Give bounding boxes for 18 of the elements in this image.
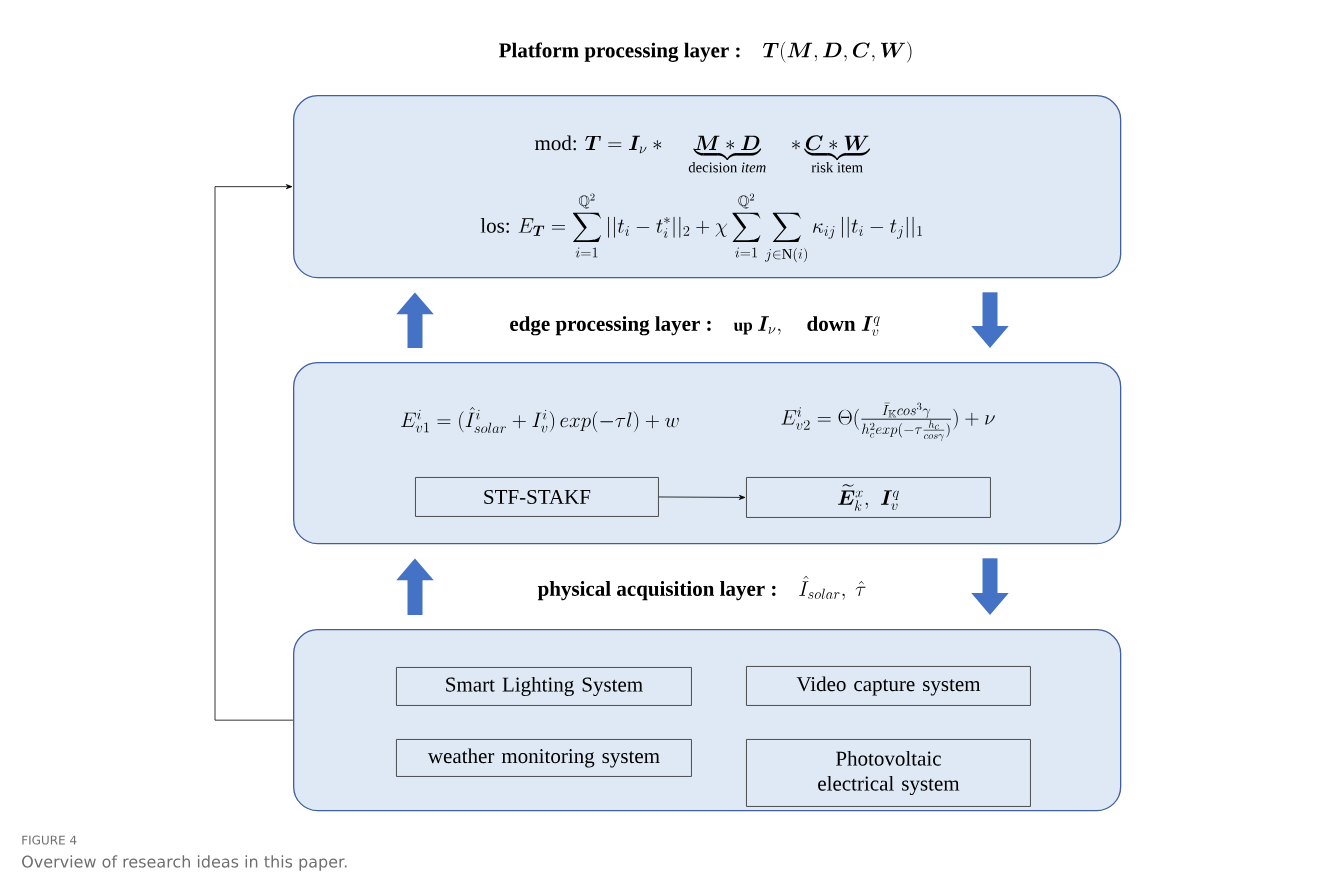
process-box: STF-STAKF (415, 477, 659, 517)
process-box: Smart Lighting System (396, 667, 692, 706)
layer-label: $\textbf{physical acquisition layer :}\quad \hat{I}_{solar},\ \hat{\tau}$ (537, 575, 866, 601)
process-box: $\widetilde{\boldsymbol{E}}_k^x ,\ \boldsymbol{I}_v^q$ (746, 477, 991, 518)
formula: $\text{mod: }\boldsymbol{T} = \boldsymbol{I}_{\nu} * \quad\underbrace{\boldsymbol{M} * \boldsymbol{D}}_{\text{decision }\mathit{item}}\quad * \underbrace{\boldsymbol{C} * \boldsymbol{W}}_{\text{risk item}}$ (534, 135, 870, 173)
formula: $\text{los: } E_{\boldsymbol{T}} = \sum_{i=1}^{\mathbb{Q}^2} ||t_i - t_i^*||_2 + \chi \sum_{i=1}^{\mathbb{Q}^2} \sum_{j\in \mathrm{N}(i)} \kappa_{ij}\, ||t_i - t_j||_1$ (480, 193, 923, 263)
process-box: Video capture system (746, 666, 1031, 706)
figure-number: FIGURE 4 (22, 835, 77, 845)
process-box: weather monitoring system (396, 739, 692, 777)
feedback-arrow (214, 184, 294, 721)
layer-heading: $\textbf{Platform processing layer :}\quad \boldsymbol{T}(\boldsymbol{M}, \boldsymbol{D}, \boldsymbol{C}, \boldsymbol{W})$ (499, 41, 912, 63)
arrow (658, 494, 746, 500)
layer-label: $\textbf{edge processing layer :}\quad \text{\bfseries\LARGE up } \boldsymbol{I}_{\nu}, \quad \textbf{down } \boldsymbol{I}_{v}^{q}$ (510, 316, 880, 337)
process-box: Photovoltaic electrical system (746, 739, 1031, 807)
layer-box (293, 629, 1122, 812)
caption: Overview of research ideas in this paper. (22, 855, 347, 871)
formula: $E_{v2}^{i} = \Theta(\frac{\bar{I}_{\mathbb{K}} cos^3\gamma}{h_c^2 exp(-\tau \frac{h_c}{cos\gamma})}) + \nu$ (781, 402, 995, 442)
formula: $E_{v1}^{i} = (\hat{I}_{solar}^{i} + I_{v}^{i})\, exp(-\tau l) + w$ (401, 407, 679, 434)
